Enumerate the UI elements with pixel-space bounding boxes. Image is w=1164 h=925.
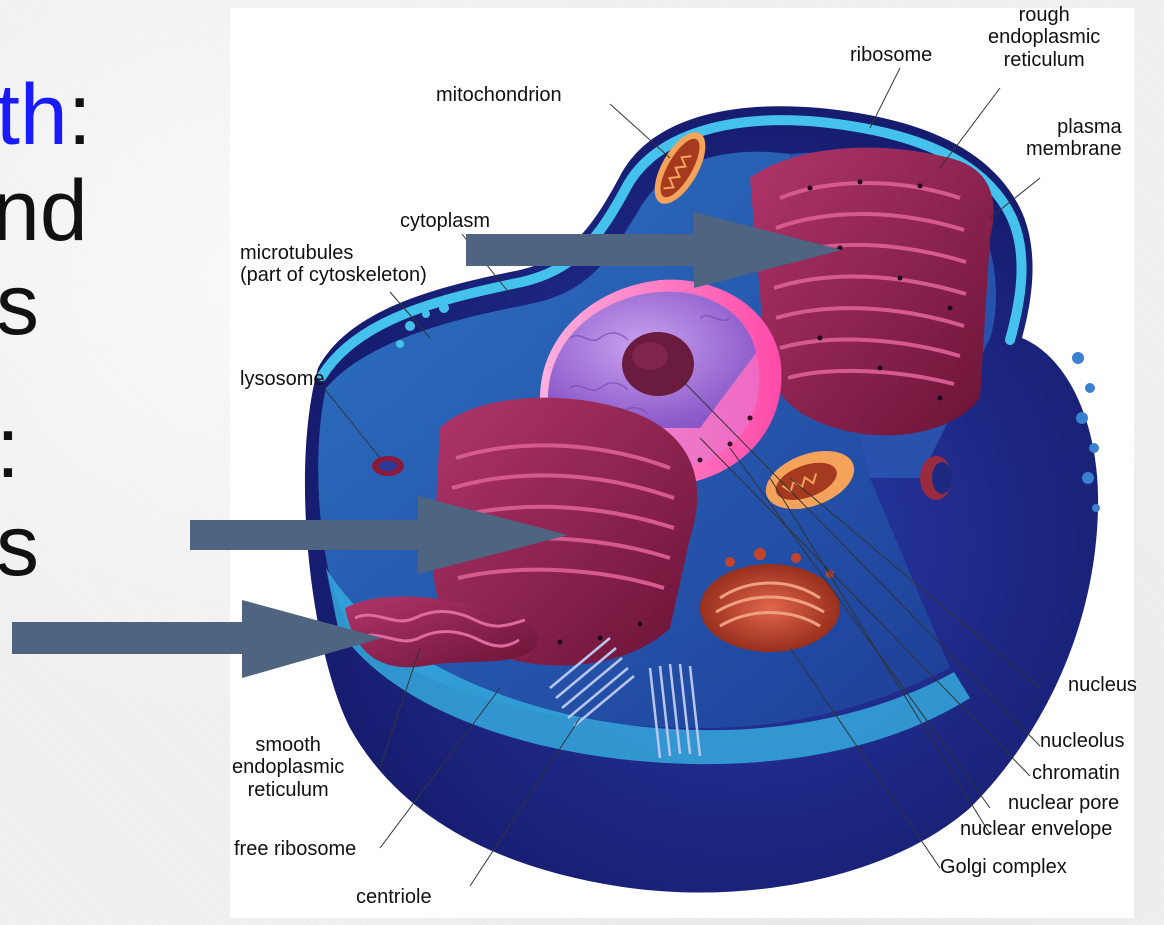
arrow-to-smooth-er (12, 600, 382, 678)
arrow-to-rough-er (466, 212, 842, 288)
arrow-to-golgi-er (190, 496, 568, 574)
